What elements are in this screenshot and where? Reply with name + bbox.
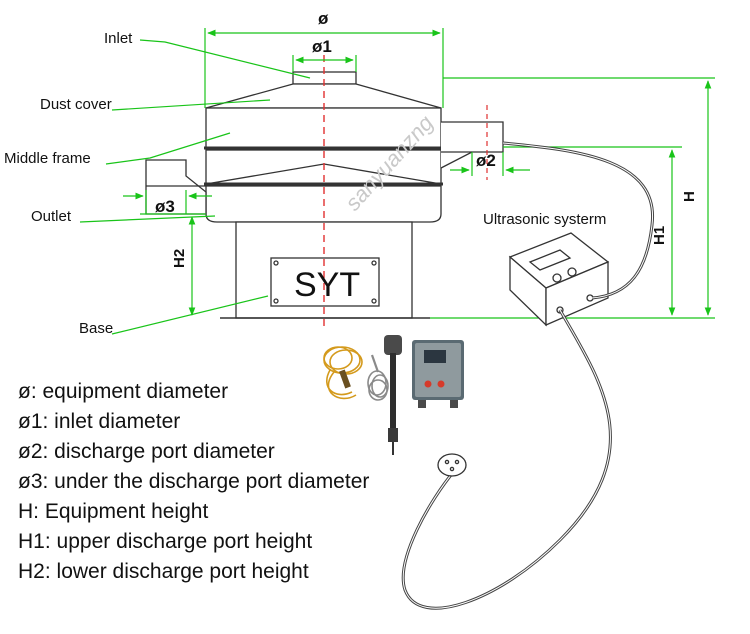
dim-H: H [681, 191, 698, 202]
label-middle-frame: Middle frame [4, 150, 91, 167]
grey-cable-icon [367, 354, 389, 401]
legend-item: H: Equipment height [18, 500, 208, 523]
dim-phi2: ø2 [476, 151, 496, 170]
dim-H2: H2 [171, 249, 188, 268]
label-base: Base [79, 320, 113, 337]
label-outlet: Outlet [31, 208, 72, 225]
legend-symbol: H [18, 500, 33, 523]
legend-item: ø2: discharge port diameter [18, 440, 275, 463]
label-inlet: Inlet [104, 30, 133, 47]
legend-symbol: ø2 [18, 440, 43, 463]
legend-item: H1: upper discharge port height [18, 530, 312, 553]
label-dust-cover: Dust cover [40, 96, 112, 113]
legend-text: : inlet diameter [43, 410, 181, 433]
legend-item: ø: equipment diameter [18, 380, 228, 403]
legend-item: ø3: under the discharge port diameter [18, 470, 369, 493]
legend-text: : equipment diameter [31, 380, 228, 403]
controller-icon [412, 340, 464, 408]
power-plug [437, 453, 467, 477]
legend-symbol: ø [18, 380, 31, 403]
legend-item: ø1: inlet diameter [18, 410, 180, 433]
components-photo [323, 335, 464, 455]
label-ultrasonic: Ultrasonic systerm [483, 211, 606, 228]
nameplate-text: SYT [294, 266, 360, 304]
legend-text: : under the discharge port diameter [43, 470, 370, 493]
dim-phi: ø [318, 9, 329, 28]
legend-item: H2: lower discharge port height [18, 560, 309, 583]
ultrasonic-box [508, 232, 610, 327]
dim-phi1: ø1 [312, 37, 332, 56]
transducer-icon [384, 335, 402, 455]
legend-text: : upper discharge port height [45, 530, 313, 553]
legend-symbol: H2 [18, 560, 45, 583]
legend-symbol: ø3 [18, 470, 43, 493]
legend-text: : Equipment height [33, 500, 208, 523]
legend-text: : lower discharge port height [45, 560, 309, 583]
sieve-machine [145, 71, 504, 319]
dimension-lines [79, 28, 715, 335]
nameplate [270, 257, 380, 307]
legend-symbol: ø1 [18, 410, 43, 433]
legend: ø: equipment diameter ø1: inlet diameter… [18, 380, 369, 583]
legend-text: : discharge port diameter [43, 440, 275, 463]
legend-symbol: H1 [18, 530, 45, 553]
dim-phi3: ø3 [155, 197, 175, 216]
dim-H1: H1 [651, 226, 668, 245]
